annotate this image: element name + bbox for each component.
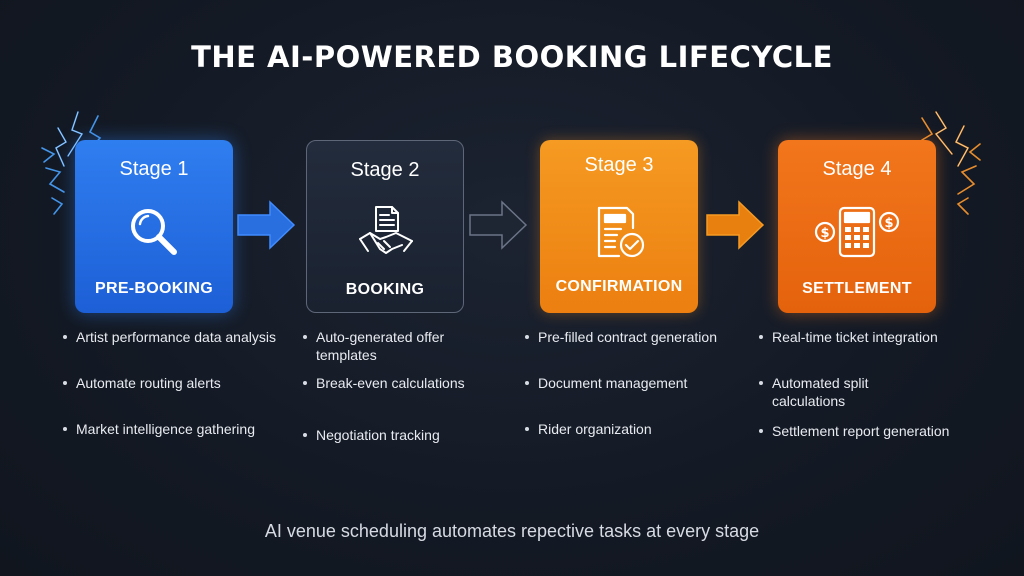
stage-3-bullet-list: Pre-filled contract generation Document … <box>524 328 744 466</box>
list-item: Document management <box>524 374 744 392</box>
list-item: Pre-filled contract generation <box>524 328 744 346</box>
stage-1-card: Stage 1 PRE-BOOKING <box>75 140 233 313</box>
stage-1-label: Stage 1 <box>119 158 189 180</box>
svg-text:$: $ <box>820 226 829 241</box>
list-item: Negotiation tracking <box>302 426 516 444</box>
arrow-right-icon <box>237 200 296 250</box>
arrow-right-icon <box>706 200 765 250</box>
page-title: THE AI-POWERED BOOKING LIFECYCLE <box>191 40 833 74</box>
footer-caption: AI venue scheduling automates repective … <box>264 521 760 541</box>
stage-2-name: BOOKING <box>345 281 425 298</box>
stage-4-bullet-list: Real-time ticket integration Automated s… <box>758 328 998 468</box>
svg-text:$: $ <box>884 216 893 231</box>
list-item: Automated split calculations <box>758 374 902 410</box>
list-item: Real-time ticket integration <box>758 328 998 346</box>
stage-3-label: Stage 3 <box>584 154 654 176</box>
orange-lightning-icon <box>921 111 981 215</box>
list-item: Rider organization <box>524 420 744 438</box>
stage-2-bullet-list: Auto-generated offer templates Break-eve… <box>302 328 465 472</box>
stage-2-label: Stage 2 <box>350 159 420 181</box>
stage-4-card: Stage 4 $ $ SETTLEMENT <box>778 140 936 313</box>
list-item: Auto-generated offer templates <box>302 328 452 364</box>
calculator-dollar-icon: $ $ <box>814 206 900 258</box>
stage-3-name: CONFIRMATION <box>555 278 683 295</box>
list-item: Break-even calculations <box>302 374 516 392</box>
list-item: Market intelligence gathering <box>62 420 292 438</box>
stage-4-name: SETTLEMENT <box>802 280 912 297</box>
handshake-document-icon <box>359 206 413 254</box>
contract-check-icon <box>597 206 645 258</box>
magnifying-glass-icon <box>131 209 177 255</box>
stage-3-card: Stage 3 CONFIRMATION <box>540 140 698 313</box>
list-item: Artist performance data analysis <box>62 328 292 346</box>
stage-4-label: Stage 4 <box>822 158 892 180</box>
stage-2-card: Stage 2 BOOKING <box>306 140 464 313</box>
arrow-right-icon <box>469 200 528 250</box>
list-item: Automate routing alerts <box>62 374 292 392</box>
stage-1-bullet-list: Artist performance data analysis Automat… <box>62 328 292 466</box>
stage-1-name: PRE-BOOKING <box>95 280 213 297</box>
list-item: Settlement report generation <box>758 422 998 440</box>
